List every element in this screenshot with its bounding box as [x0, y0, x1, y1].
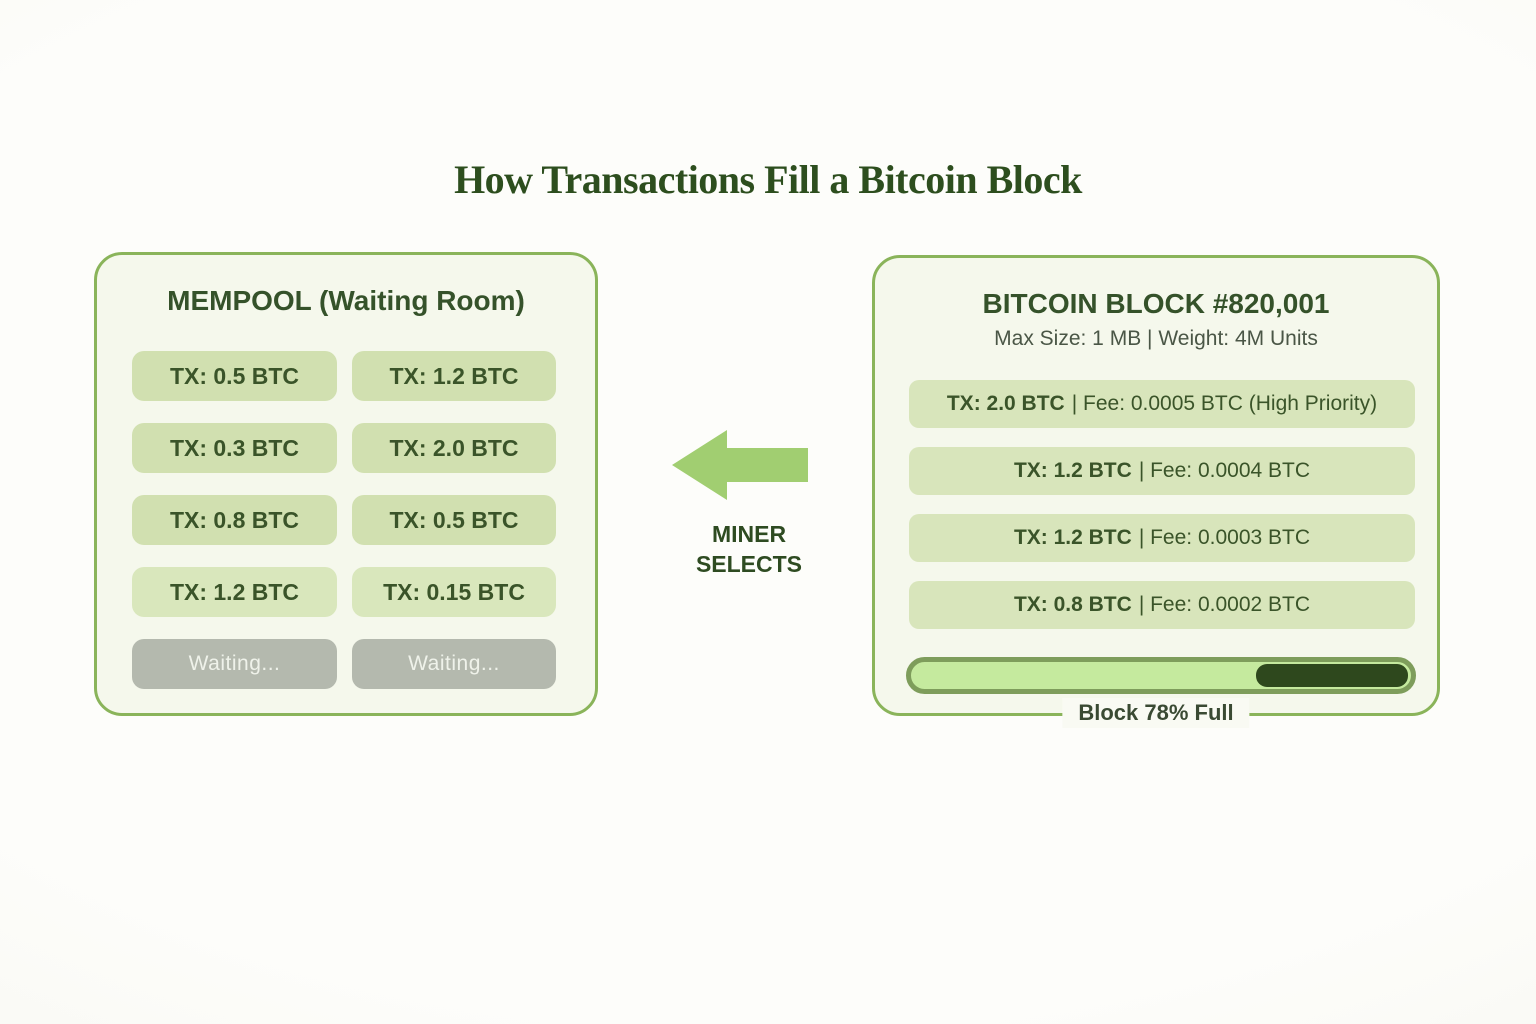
mempool-transaction-grid: TX: 0.5 BTC TX: 1.2 BTC TX: 0.3 BTC TX: … [132, 351, 556, 689]
mempool-panel: MEMPOOL (Waiting Room) TX: 0.5 BTC TX: 1… [94, 252, 598, 716]
miner-selects-line1: MINER [711, 521, 787, 547]
mempool-tx-box: TX: 0.15 BTC [352, 567, 556, 617]
block-tx-amount: TX: 2.0 BTC [946, 392, 1065, 415]
bitcoin-block-panel: BITCOIN BLOCK #820,001 Max Size: 1 MB | … [872, 255, 1440, 728]
block-tx-amount: TX: 1.2 BTC [1013, 459, 1132, 482]
mempool-tx-box: TX: 2.0 BTC [352, 423, 556, 473]
mempool-panel-title: MEMPOOL (Waiting Room) [167, 285, 525, 316]
block-tx-row: TX: 1.2 BTC | Fee: 0.0004 BTC [909, 447, 1415, 495]
mempool-tx-box: TX: 0.8 BTC [132, 495, 337, 545]
page-title: How Transactions Fill a Bitcoin Block [454, 157, 1082, 202]
mempool-tx-box: TX: 0.5 BTC [352, 495, 556, 545]
block-fill-progressbar [906, 657, 1416, 694]
mempool-tx-box: TX: 0.5 BTC [132, 351, 337, 401]
block-tx-row: TX: 0.8 BTC | Fee: 0.0002 BTC [909, 581, 1415, 629]
miner-selects-left-arrow-icon [672, 430, 808, 500]
block-panel-title: BITCOIN BLOCK #820,001 [982, 288, 1330, 319]
block-fill-remainder [1256, 664, 1408, 687]
block-tx-amount: TX: 1.2 BTC [1013, 526, 1132, 549]
mempool-tx-box: TX: 0.3 BTC [132, 423, 337, 473]
mempool-tx-box: TX: 1.2 BTC [132, 567, 337, 617]
mempool-waiting-box: Waiting... [352, 639, 556, 689]
block-tx-row: TX: 1.2 BTC | Fee: 0.0003 BTC [909, 514, 1415, 562]
mempool-tx-box: TX: 1.2 BTC [352, 351, 556, 401]
block-fill-label: Block 78% Full [1062, 698, 1250, 728]
block-tx-row: TX: 2.0 BTC | Fee: 0.0005 BTC (High Prio… [909, 380, 1415, 428]
block-tx-fee: | Fee: 0.0005 BTC (High Priority) [1071, 392, 1378, 415]
block-tx-fee: | Fee: 0.0002 BTC [1138, 593, 1311, 616]
block-panel-subtitle: Max Size: 1 MB | Weight: 4M Units [994, 327, 1318, 350]
block-tx-fee: | Fee: 0.0003 BTC [1138, 526, 1311, 549]
block-tx-amount: TX: 0.8 BTC [1013, 593, 1132, 616]
block-transaction-list: TX: 2.0 BTC | Fee: 0.0005 BTC (High Prio… [909, 380, 1415, 648]
block-tx-fee: | Fee: 0.0004 BTC [1138, 459, 1311, 482]
mempool-waiting-box: Waiting... [132, 639, 337, 689]
miner-selects-label: MINER SELECTS [664, 519, 834, 579]
miner-selects-line2: SELECTS [695, 551, 803, 577]
